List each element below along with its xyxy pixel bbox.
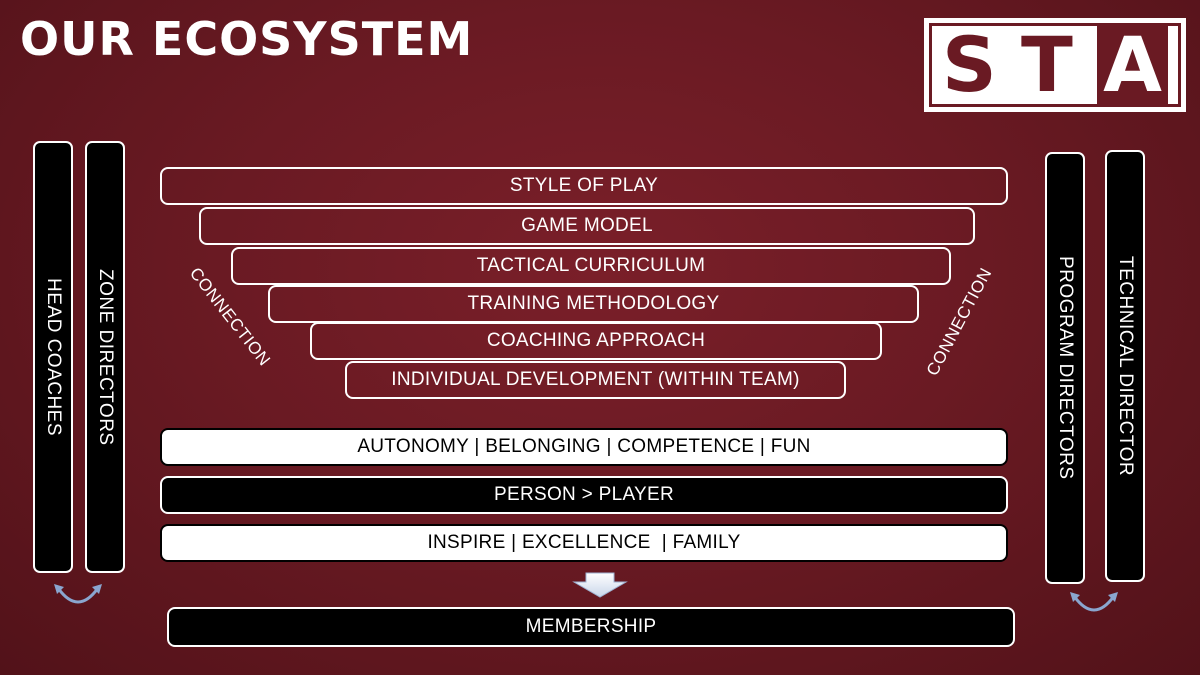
head-coaches-label: HEAD COACHES: [43, 277, 64, 437]
motto-band: INSPIRE | EXCELLENCE | FAMILY: [160, 524, 1008, 562]
program-directors-bar: PROGRAM DIRECTORS: [1045, 152, 1085, 584]
membership-band: MEMBERSHIP: [167, 607, 1015, 647]
layer-coaching-approach: COACHING APPROACH: [310, 322, 882, 360]
layer-individual-development: INDIVIDUAL DEVELOPMENT (WITHIN TEAM): [345, 361, 846, 399]
sta-logo: S T A: [924, 18, 1186, 112]
layer-game-model: GAME MODEL: [199, 207, 975, 245]
logo-letter-a: A: [1097, 25, 1168, 105]
layer-tactical-curriculum: TACTICAL CURRICULUM: [231, 247, 951, 285]
down-arrow-icon: [572, 572, 628, 598]
program-directors-label: PROGRAM DIRECTORS: [1055, 256, 1076, 480]
curved-arrow-icon-right: [1070, 592, 1118, 612]
technical-director-label: TECHNICAL DIRECTOR: [1115, 255, 1136, 477]
logo-letter-s: S: [942, 20, 997, 109]
values-band: AUTONOMY | BELONGING | COMPETENCE | FUN: [160, 428, 1008, 466]
zone-directors-bar: ZONE DIRECTORS: [85, 141, 125, 573]
logo-letter-t: T: [1021, 20, 1073, 109]
layer-style-of-play: STYLE OF PLAY: [160, 167, 1008, 205]
technical-director-bar: TECHNICAL DIRECTOR: [1105, 150, 1145, 582]
curved-arrow-icon-left: [54, 584, 102, 604]
layer-training-methodology: TRAINING METHODOLOGY: [268, 285, 919, 323]
person-player-band: PERSON > PLAYER: [160, 476, 1008, 514]
zone-directors-label: ZONE DIRECTORS: [95, 268, 116, 446]
head-coaches-bar: HEAD COACHES: [33, 141, 73, 573]
page-title: OUR ECOSYSTEM: [20, 12, 474, 66]
